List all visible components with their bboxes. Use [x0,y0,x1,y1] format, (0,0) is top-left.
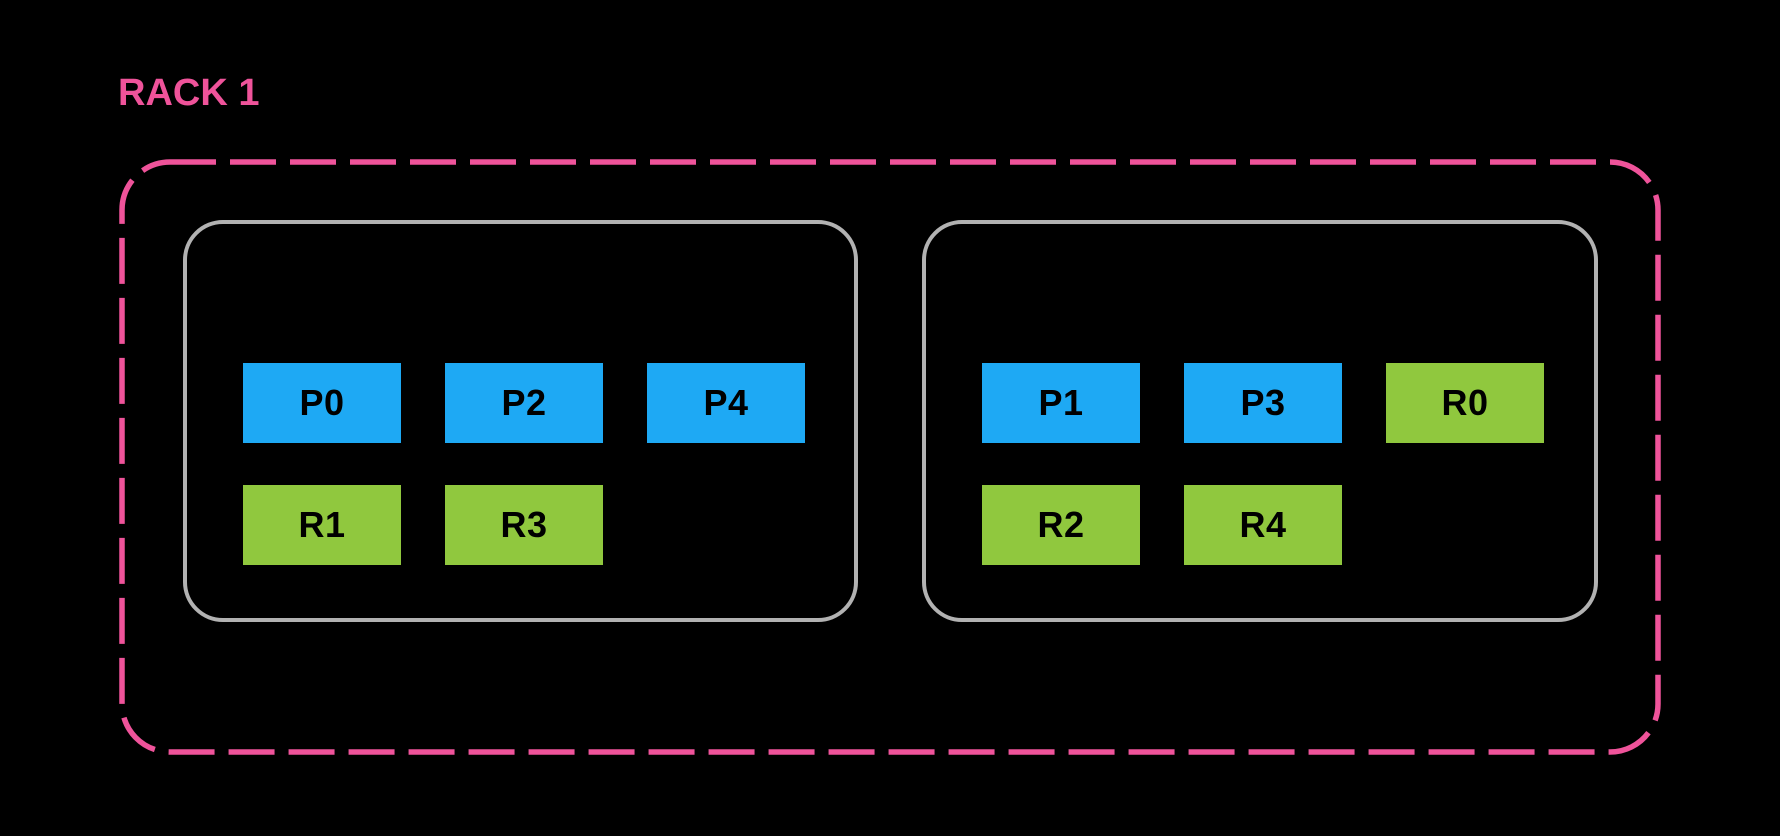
chip-R2: R2 [982,485,1140,565]
chip-P4: P4 [647,363,805,443]
rack-dashed-border [119,159,1661,755]
chip-row: P1 P3 R0 [982,363,1544,443]
chip-R4: R4 [1184,485,1342,565]
chip-P1: P1 [982,363,1140,443]
chip-R0: R0 [1386,363,1544,443]
chip-P0: P0 [243,363,401,443]
chip-R3: R3 [445,485,603,565]
chip-P3: P3 [1184,363,1342,443]
rack-label: RACK 1 [118,72,260,114]
chip-P2: P2 [445,363,603,443]
chip-R1: R1 [243,485,401,565]
chip-row: R2 R4 [982,485,1544,565]
chip-row: R1 R3 [243,485,805,565]
chip-row: P0 P2 P4 [243,363,805,443]
rack-dashed-border-rect [119,159,1661,755]
